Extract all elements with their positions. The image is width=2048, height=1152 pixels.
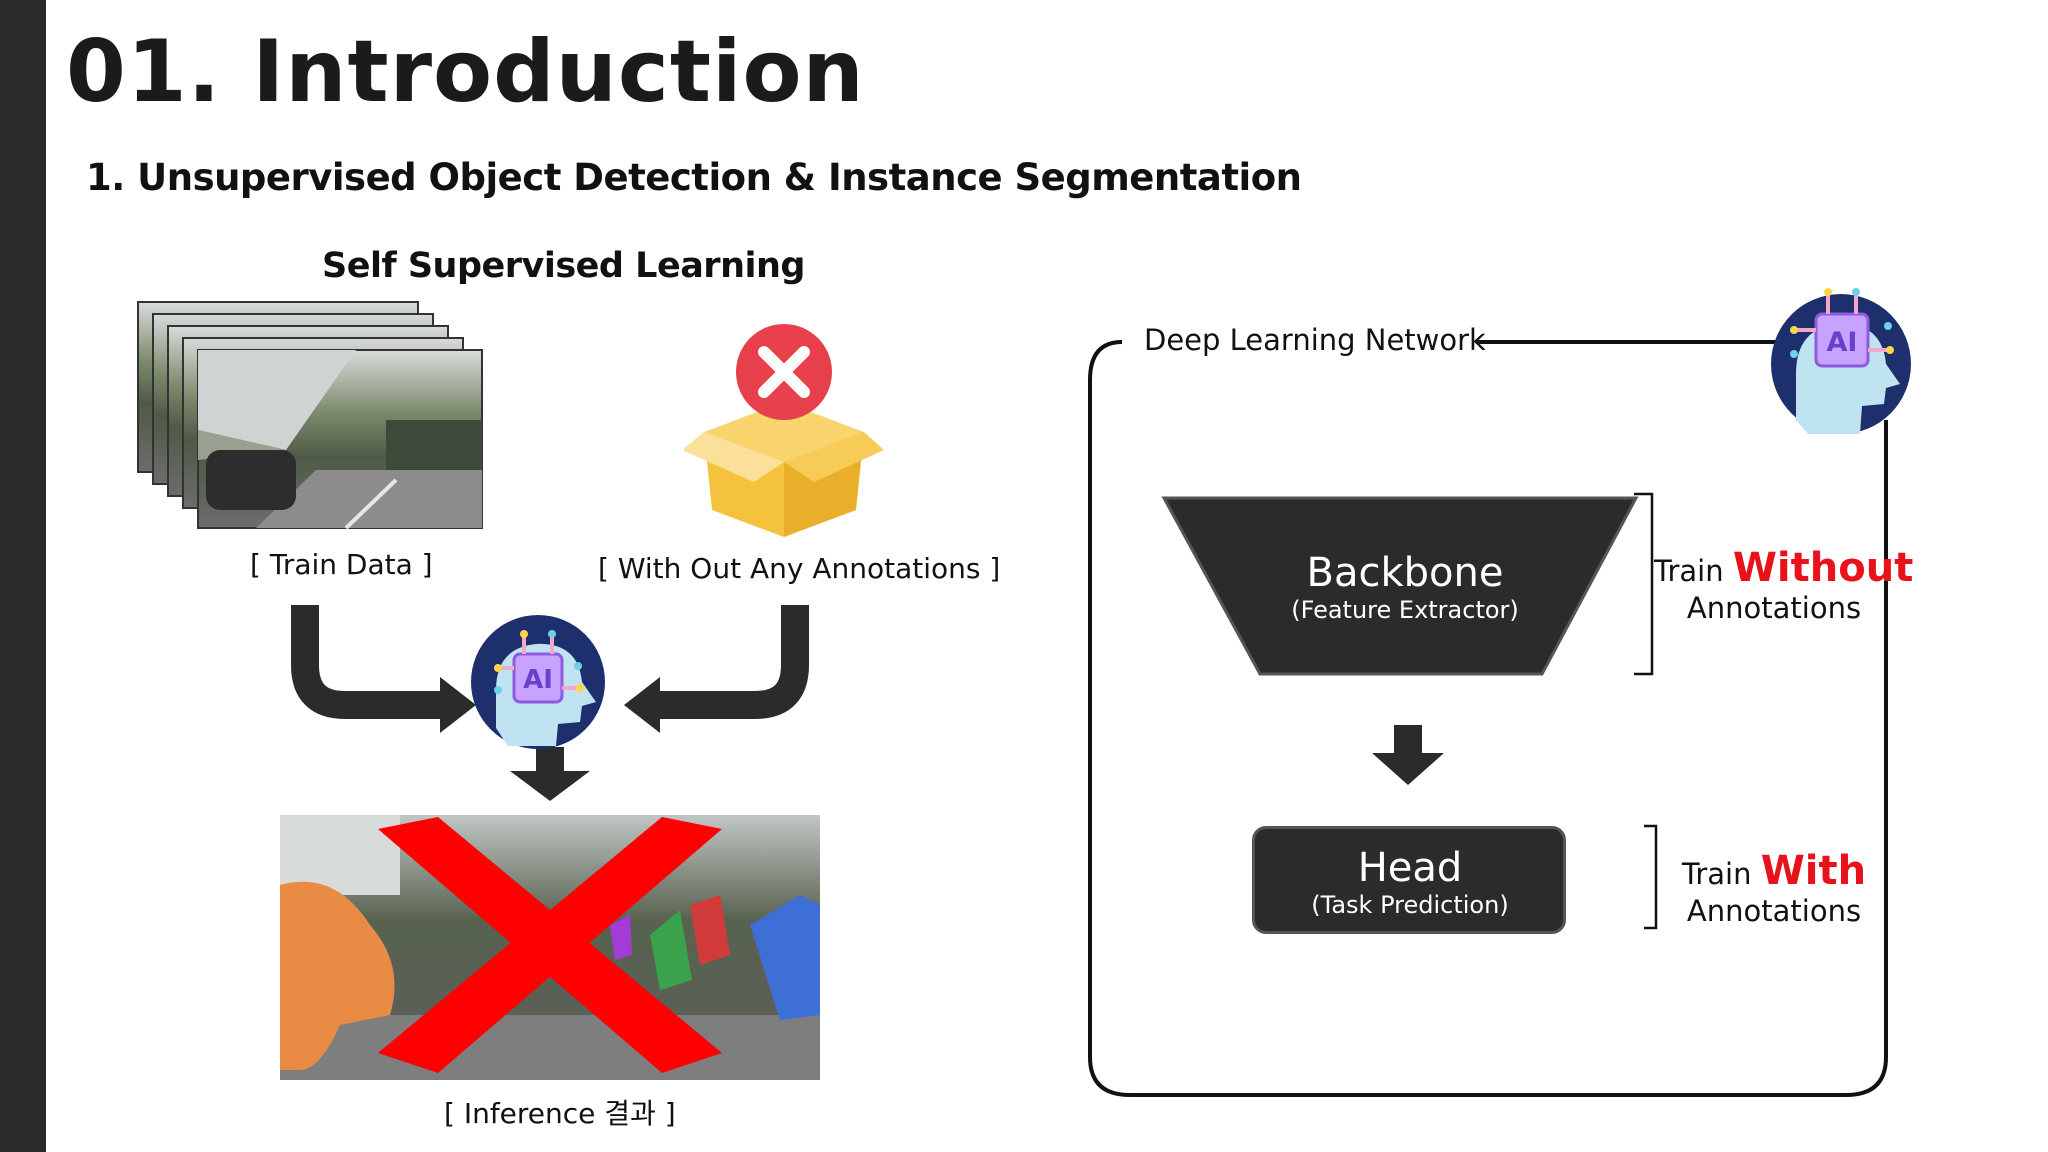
right-merge-arrowhead	[624, 677, 660, 733]
segment-blue	[750, 895, 820, 1020]
segment-green	[650, 910, 692, 990]
slide-subtitle: 1. Unsupervised Object Detection & Insta…	[86, 156, 1302, 199]
head-subtitle: (Task Prediction)	[1311, 891, 1509, 919]
head-block	[1252, 826, 1566, 934]
down-arrowhead	[510, 771, 590, 801]
flow-arrows	[291, 605, 809, 801]
train-without-suffix: Annotations	[1686, 591, 1862, 625]
ai-chip-label-network: AI	[1827, 327, 1858, 358]
left-merge-arrowhead	[440, 677, 476, 733]
stack-frame-5	[197, 349, 483, 530]
train-with-prefix: Train	[1681, 857, 1752, 891]
segment-red	[690, 895, 730, 965]
head-bracket	[1644, 824, 1658, 930]
train-with-annotations-label: Train With Annotations	[1654, 848, 1894, 928]
no-annotation-caption: [ With Out Any Annotations ]	[598, 552, 1001, 585]
train-without-annotations-label: Train Without Annotations	[1654, 545, 1913, 625]
train-with-suffix: Annotations	[1686, 894, 1862, 928]
train-without-emphasis: Without	[1732, 545, 1914, 591]
backbone-bracket	[1634, 492, 1654, 676]
ai-chip-label: AI	[523, 665, 553, 695]
self-supervised-heading: Self Supervised Learning	[322, 246, 805, 286]
segment-orange	[280, 881, 395, 1070]
inference-caption: [ Inference 결과 ]	[444, 1097, 676, 1130]
network-label: Deep Learning Network	[1144, 323, 1486, 357]
network-frame	[1088, 340, 1888, 1097]
train-with-emphasis: With	[1760, 848, 1867, 894]
train-data-caption: [ Train Data ]	[250, 548, 433, 581]
inference-result-image	[280, 815, 820, 1080]
red-cross-mark	[378, 817, 722, 1073]
backbone-subtitle: (Feature Extractor)	[1291, 596, 1519, 624]
backbone-label: Backbone (Feature Extractor)	[1220, 550, 1590, 624]
slide-title: 01. Introduction	[66, 22, 865, 122]
ai-brain-icon: AI	[471, 615, 605, 749]
empty-annotation-box-icon	[684, 324, 884, 537]
left-accent-bar	[0, 0, 46, 1152]
backbone-title: Backbone	[1306, 550, 1504, 596]
segment-purple	[610, 915, 632, 960]
ai-brain-icon-network: AI	[1771, 288, 1911, 434]
head-label: Head (Task Prediction)	[1255, 845, 1565, 919]
down-arrow-icon	[1372, 725, 1444, 785]
train-data-image-stack	[137, 301, 483, 530]
train-without-prefix: Train	[1654, 554, 1724, 588]
head-title: Head	[1357, 845, 1463, 891]
backbone-block	[1161, 496, 1639, 676]
